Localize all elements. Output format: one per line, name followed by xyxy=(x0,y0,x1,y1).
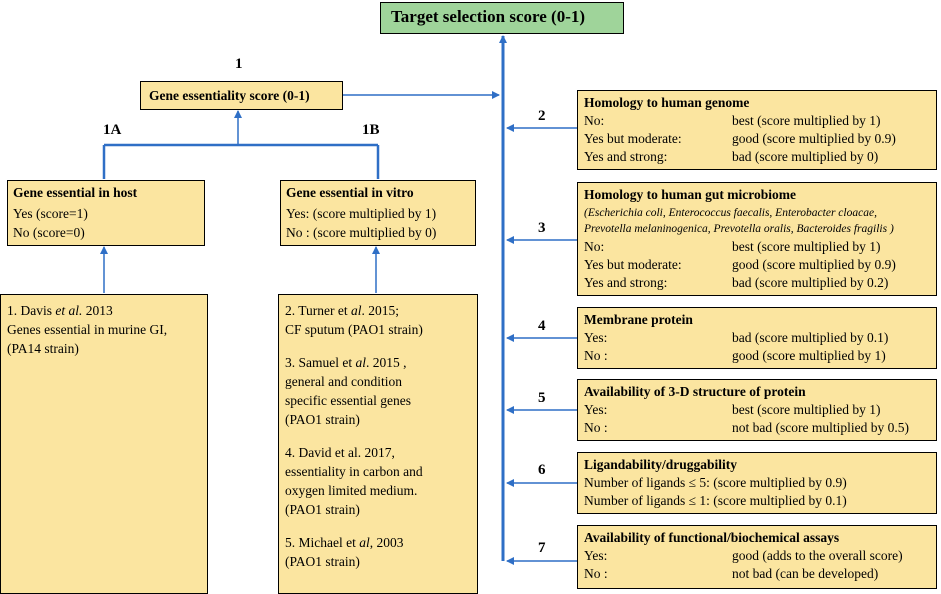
vitro-title: Gene essential in vitro xyxy=(286,185,414,200)
criterion-4-row-2-value: good (score multiplied by 1) xyxy=(732,348,886,363)
host-ref-line-3: (PA14 strain) xyxy=(7,341,79,356)
criterion-3-box: Homology to human gut microbiome (Escher… xyxy=(577,182,937,296)
criterion-2-row-1-key: No: xyxy=(584,113,605,128)
host-yes: Yes (score=1) xyxy=(13,206,88,221)
criterion-6-row-1: Number of ligands ≤ 5: (score multiplied… xyxy=(584,475,847,490)
criterion-3-species-line-1: (Escherichia coli, Enterococcus faecalis… xyxy=(584,207,877,219)
criterion-7-row-2-key: No : xyxy=(584,566,608,581)
target-score-title: Target selection score (0-1) xyxy=(391,7,586,26)
vitro-ref-2-line-1: 2. Turner et al. 2015; xyxy=(285,303,400,318)
criterion-2-row-2-value: good (score multiplied by 0.9) xyxy=(732,131,896,146)
criterion-5-row-1-key: Yes: xyxy=(584,402,608,417)
criterion-6-row-2: Number of ligands ≤ 1: (score multiplied… xyxy=(584,493,847,508)
label-7: 7 xyxy=(538,540,546,556)
criterion-3-row-2-value: good (score multiplied by 0.9) xyxy=(732,257,896,272)
criterion-4-row-1-key: Yes: xyxy=(584,330,608,345)
criterion-4-title: Membrane protein xyxy=(584,312,693,327)
criterion-3-row-1-value: best (score multiplied by 1) xyxy=(732,239,881,254)
label-2: 2 xyxy=(538,108,546,124)
vitro-no: No : (score multiplied by 0) xyxy=(286,225,437,240)
criterion-5-title: Availability of 3-D structure of protein xyxy=(584,384,806,399)
host-title: Gene essential in host xyxy=(13,185,138,200)
criterion-5-row-2-key: No : xyxy=(584,420,608,435)
label-1: 1 xyxy=(235,56,243,72)
criterion-2-row-2-key: Yes but moderate: xyxy=(584,131,682,146)
vitro-ref-4-line-2: essentiality in carbon and xyxy=(285,464,423,479)
label-4: 4 xyxy=(538,318,546,334)
label-3: 3 xyxy=(538,220,546,236)
target-score-box: Target selection score (0-1) xyxy=(380,2,624,34)
vitro-ref-3-line-1: 3. Samuel et al. 2015 , xyxy=(285,355,407,370)
criterion-4-row-2-key: No : xyxy=(584,348,608,363)
gene-essentiality-box: Gene essentiality score (0-1) xyxy=(140,81,343,110)
criterion-3-species-line-2: Prevotella melaninogenica, Prevotella or… xyxy=(584,223,894,235)
vitro-ref-3-line-4: (PAO1 strain) xyxy=(285,412,360,427)
host-reference-box: 1. Davis et al. 2013 Genes essential in … xyxy=(0,294,208,594)
vitro-ref-2-line-2: CF sputum (PAO1 strain) xyxy=(285,322,423,337)
criterion-5-box: Availability of 3-D structure of protein… xyxy=(577,379,937,441)
criterion-7-box: Availability of functional/biochemical a… xyxy=(577,525,937,589)
criterion-5-row-1-value: best (score multiplied by 1) xyxy=(732,402,881,417)
criterion-2-row-3-key: Yes and strong: xyxy=(584,149,668,164)
vitro-ref-4-line-1: 4. David et al. 2017, xyxy=(285,445,395,460)
criterion-3-row-2-key: Yes but moderate: xyxy=(584,257,682,272)
criterion-7-row-2-value: not bad (can be developed) xyxy=(732,566,879,581)
vitro-reference-box: 2. Turner et al. 2015; CF sputum (PAO1 s… xyxy=(278,294,478,594)
host-no: No (score=0) xyxy=(13,225,85,240)
vitro-ref-3-line-3: specific essential genes xyxy=(285,393,411,408)
criterion-2-box: Homology to human genome No: best (score… xyxy=(577,90,937,170)
criterion-2-row-3-value: bad (score multiplied by 0) xyxy=(732,149,879,164)
host-ref-line-2: Genes essential in murine GI, xyxy=(7,322,168,337)
vitro-ref-4-line-4: (PAO1 strain) xyxy=(285,502,360,517)
criterion-7-row-1-key: Yes: xyxy=(584,548,608,563)
vitro-ref-5-line-2: (PAO1 strain) xyxy=(285,554,360,569)
criterion-4-box: Membrane protein Yes: bad (score multipl… xyxy=(577,307,937,369)
criterion-5-row-2-value: not bad (score multiplied by 0.5) xyxy=(732,420,909,435)
vitro-yes: Yes: (score multiplied by 1) xyxy=(286,206,437,221)
label-5: 5 xyxy=(538,390,546,406)
host-essential-box: Gene essential in host Yes (score=1) No … xyxy=(7,180,205,246)
criterion-2-title: Homology to human genome xyxy=(584,95,750,110)
criterion-7-title: Availability of functional/biochemical a… xyxy=(584,530,840,545)
criterion-3-title: Homology to human gut microbiome xyxy=(584,187,796,202)
vitro-essential-box: Gene essential in vitro Yes: (score mult… xyxy=(280,180,476,246)
vitro-ref-3-line-2: general and condition xyxy=(285,374,402,389)
criterion-6-box: Ligandability/druggability Number of lig… xyxy=(577,452,937,514)
criterion-6-title: Ligandability/druggability xyxy=(584,457,738,472)
criterion-4-row-1-value: bad (score multiplied by 0.1) xyxy=(732,330,889,345)
criterion-7-row-1-value: good (adds to the overall score) xyxy=(732,548,903,563)
criterion-3-row-3-key: Yes and strong: xyxy=(584,275,668,290)
label-1b: 1B xyxy=(362,122,380,138)
criterion-2-row-1-value: best (score multiplied by 1) xyxy=(732,113,881,128)
vitro-ref-4-line-3: oxygen limited medium. xyxy=(285,483,418,498)
gene-essentiality-title: Gene essentiality score (0-1) xyxy=(149,88,310,103)
criterion-3-row-3-value: bad (score multiplied by 0.2) xyxy=(732,275,889,290)
host-ref-line-1: 1. Davis et al. 2013 xyxy=(7,303,113,318)
label-6: 6 xyxy=(538,462,546,478)
vitro-ref-5-line-1: 5. Michael et al, 2003 xyxy=(285,535,404,550)
criterion-3-row-1-key: No: xyxy=(584,239,605,254)
label-1a: 1A xyxy=(103,122,122,138)
